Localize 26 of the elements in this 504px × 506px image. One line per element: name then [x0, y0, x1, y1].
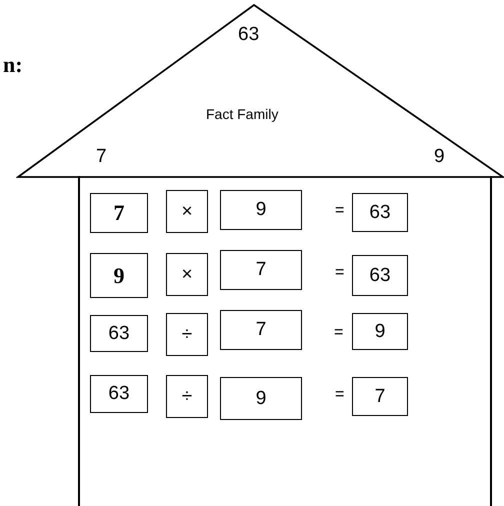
equals-sign: = [335, 202, 344, 220]
number-box: 7 [90, 193, 148, 233]
number-box: ÷ [166, 313, 208, 356]
number-box: × [166, 253, 208, 296]
number-box: 63 [352, 255, 408, 296]
number-box: 9 [220, 190, 302, 230]
number-box: 9 [352, 313, 408, 350]
number-box: 7 [352, 377, 408, 416]
number-box: 63 [90, 315, 148, 352]
factor-number: 9 [434, 146, 445, 168]
equals-sign: = [334, 324, 344, 342]
roof-title: Fact Family [206, 106, 278, 122]
number-box: ÷ [166, 375, 208, 418]
number-box: × [166, 190, 208, 233]
number-box: 9 [90, 253, 148, 298]
product-number: 63 [238, 24, 260, 46]
factor-number: 7 [96, 146, 107, 168]
number-box: 63 [352, 193, 408, 232]
number-box: 7 [220, 310, 302, 350]
number-box: 9 [220, 377, 302, 420]
number-box: 63 [90, 375, 148, 413]
heading-text: n: [3, 52, 23, 78]
house-wall [78, 176, 492, 506]
number-box: 7 [220, 250, 302, 290]
equals-sign: = [335, 386, 344, 404]
equals-sign: = [335, 264, 344, 282]
